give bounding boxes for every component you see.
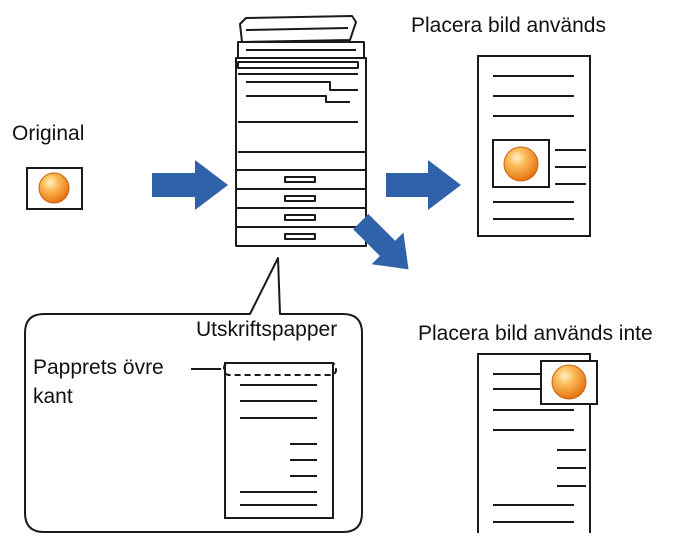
label-top-result: Placera bild används — [411, 14, 606, 37]
result-page-placed — [477, 55, 591, 237]
arrow-to-copier-icon — [152, 160, 228, 210]
original-document — [26, 167, 83, 210]
arrow-to-bottom-result-icon — [353, 213, 409, 270]
output-paper — [223, 362, 337, 519]
result-page-not-placed — [477, 353, 598, 533]
label-callout-paper: Utskriftspapper — [196, 318, 338, 341]
label-edge-line2: kant — [33, 385, 73, 408]
label-original: Original — [12, 122, 85, 145]
label-edge-line1: Papprets övre — [33, 356, 164, 379]
arrow-to-top-result-icon — [386, 160, 461, 210]
copier-icon — [235, 15, 367, 247]
label-bottom-result: Placera bild används inte — [418, 322, 653, 345]
